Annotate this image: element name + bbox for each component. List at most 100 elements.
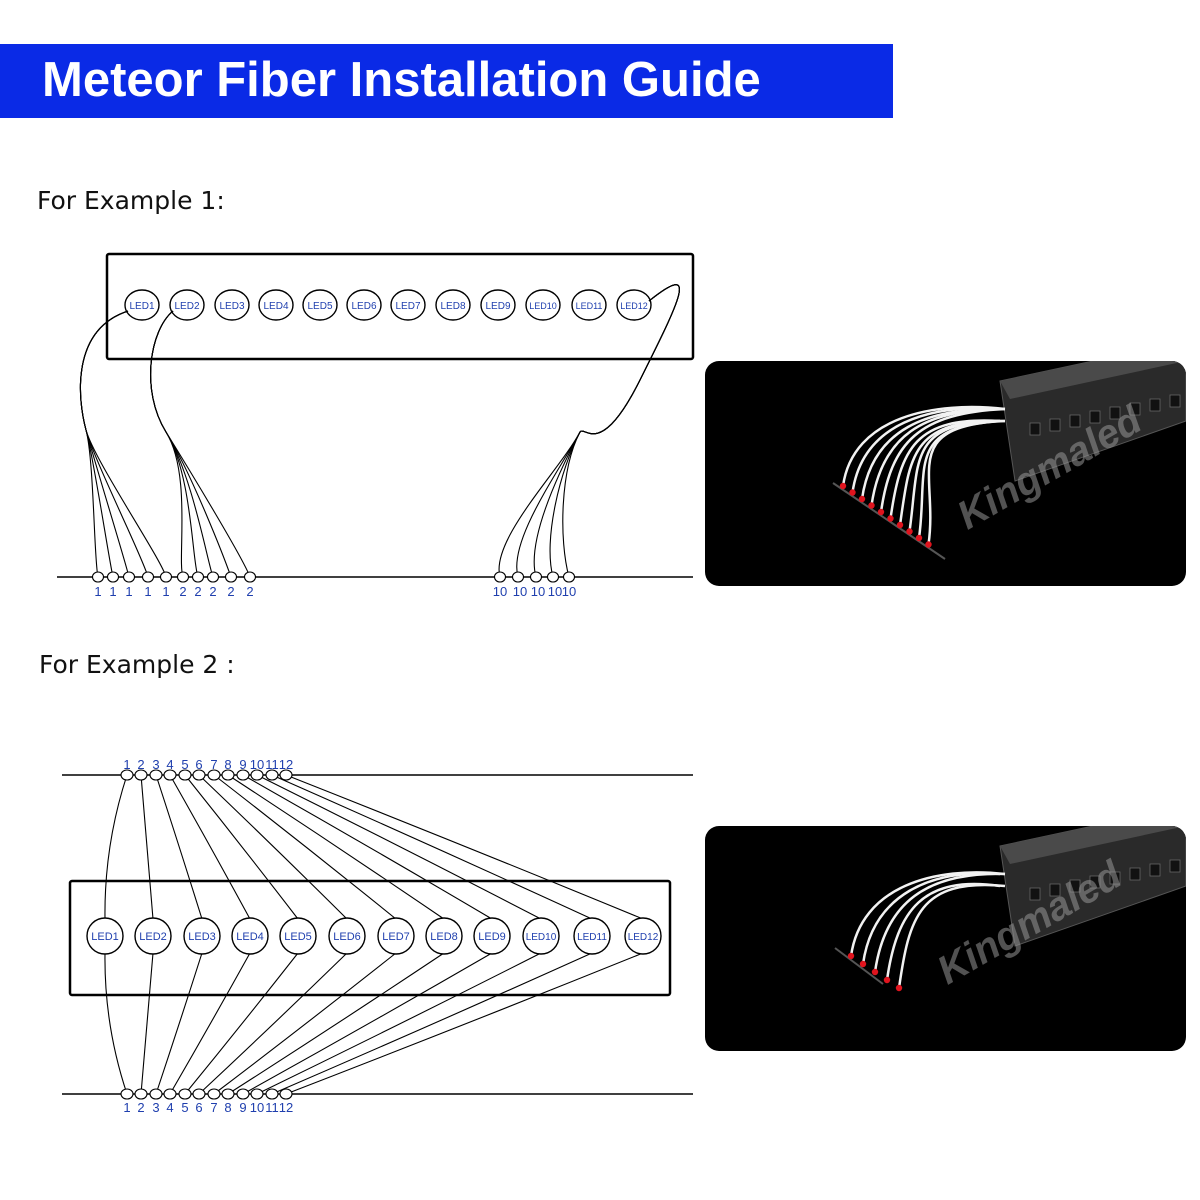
ex1-led-label-9: LED9: [485, 301, 510, 312]
ex1-fiber-1-4: [79, 310, 149, 578]
ex1-fiber-end-2-1: [511, 571, 525, 583]
ex1-led-label-12: LED12: [620, 301, 648, 311]
ex1-fiber-12-4: [549, 284, 680, 578]
fiber-tip-5: [877, 508, 885, 516]
ex1-fiber-12-1: [498, 284, 680, 578]
ex2-led-3: [183, 917, 221, 955]
fiber-harness-photo-2: [705, 826, 1186, 1051]
fiber-strand-4: [870, 407, 1001, 506]
led-port-3: [1069, 879, 1081, 893]
led-port-6: [1129, 402, 1141, 416]
ex2-fiber-bottom-4: [169, 952, 251, 1095]
led-port-1: [1029, 887, 1041, 901]
ex2-bottom-end-2: [134, 1088, 148, 1100]
ex2-fiber-bottom-1: [104, 952, 128, 1095]
ex2-fiber-top-2: [140, 774, 154, 920]
ex1-led-label-6: LED6: [351, 301, 376, 312]
ex2-top-end-5: [178, 769, 192, 781]
ex2-fiber-bottom-9: [242, 952, 493, 1095]
led-port-8: [1169, 859, 1181, 873]
ex2-led-6: [328, 917, 366, 955]
ex1-led-11: [571, 289, 607, 321]
ex1-led-8: [435, 289, 471, 321]
fiber-tip-3: [858, 495, 866, 503]
ex1-led-1: [124, 289, 160, 321]
ex2-top-label-11: 11: [265, 757, 279, 772]
fiber-strand-10: [927, 419, 1001, 545]
ex1-fiber-2-5: [150, 310, 251, 578]
ex1-fiber-end-0-4: [159, 571, 173, 583]
ex1-led-10: [525, 289, 561, 321]
ex1-fiber-label-2-2: 10: [531, 584, 545, 599]
ex2-fiber-top-4: [169, 774, 251, 920]
page-title: Meteor Fiber Installation Guide: [42, 53, 761, 107]
ex1-fiber-label-0-1: 1: [109, 584, 116, 599]
led-port-6: [1129, 867, 1141, 881]
ex1-fiber-12-3: [533, 284, 680, 578]
ex2-bottom-label-2: 2: [137, 1100, 144, 1115]
ex2-top-label-9: 9: [239, 757, 246, 772]
ex1-fiber-12-2: [516, 284, 680, 578]
fiber-strand-2: [851, 407, 1001, 493]
ex1-fiber-end-2-0: [493, 571, 507, 583]
ex2-top-end-12: [279, 769, 293, 781]
example1-heading: For Example 1:: [37, 186, 225, 215]
ex1-led-9: [480, 289, 516, 321]
ex1-led-label-7: LED7: [395, 301, 420, 312]
fiber-tip-1: [839, 482, 847, 490]
ex2-top-label-3: 3: [152, 757, 159, 772]
ex2-led-8: [425, 917, 463, 955]
ex2-led-1: [86, 917, 124, 955]
ex2-top-end-1: [120, 769, 134, 781]
ex2-top-end-10: [250, 769, 264, 781]
ex2-fiber-top-10: [256, 774, 542, 920]
ex2-top-label-12: 12: [279, 757, 293, 772]
ex1-fiber-end-1-3: [224, 571, 238, 583]
ex2-top-end-9: [236, 769, 250, 781]
ex1-led-label-4: LED4: [263, 301, 288, 312]
fiber-tip-4: [883, 976, 891, 984]
ex2-bottom-end-6: [192, 1088, 206, 1100]
ex1-fiber-2-4: [150, 310, 232, 578]
ex1-fiber-end-1-4: [243, 571, 257, 583]
ex2-fiber-top-3: [155, 774, 203, 920]
ex2-bottom-end-4: [163, 1088, 177, 1100]
led-port-8: [1169, 394, 1181, 408]
ex2-led-10: [522, 917, 560, 955]
ex2-led-box: [68, 879, 672, 997]
ex1-fiber-label-1-4: 2: [246, 584, 253, 599]
ex2-fiber-bottom-3: [155, 952, 203, 1095]
led-port-7: [1149, 398, 1161, 412]
ex2-bottom-end-12: [279, 1088, 293, 1100]
led-port-3: [1069, 414, 1081, 428]
ex2-bottom-end-7: [207, 1088, 221, 1100]
ex2-bottom-label-12: 12: [279, 1100, 293, 1115]
ex1-fiber-label-2-4: 10: [562, 584, 576, 599]
ex1-led-2: [169, 289, 205, 321]
ex2-top-label-2: 2: [137, 757, 144, 772]
ex2-top-label-1: 1: [123, 757, 130, 772]
ex2-led-label-2: LED2: [139, 931, 167, 943]
ex1-fiber-end-0-2: [122, 571, 136, 583]
ex1-fiber-label-0-0: 1: [94, 584, 101, 599]
ex2-top-label-8: 8: [224, 757, 231, 772]
ex2-bottom-label-9: 9: [239, 1100, 246, 1115]
ex1-led-label-10: LED10: [529, 301, 557, 311]
fiber-strand-3: [873, 872, 1006, 973]
ex2-bottom-label-3: 3: [152, 1100, 159, 1115]
ex1-fiber-end-1-0: [176, 571, 190, 583]
ex2-led-label-8: LED8: [430, 931, 458, 943]
ex2-fiber-top-6: [198, 774, 348, 920]
ex2-fiber-bottom-11: [271, 952, 593, 1095]
ex1-led-box: [105, 252, 695, 361]
fiber-tip-7: [896, 521, 904, 529]
ex1-fiber-2-1: [150, 310, 184, 578]
ex2-fiber-top-7: [213, 774, 397, 920]
ex2-fiber-top-8: [227, 774, 445, 920]
ex2-top-end-2: [134, 769, 148, 781]
title-banner: [0, 44, 893, 118]
led-port-4: [1089, 875, 1101, 889]
led-port-1: [1029, 422, 1041, 436]
ex2-led-4: [231, 917, 269, 955]
ex2-led-5: [279, 917, 317, 955]
